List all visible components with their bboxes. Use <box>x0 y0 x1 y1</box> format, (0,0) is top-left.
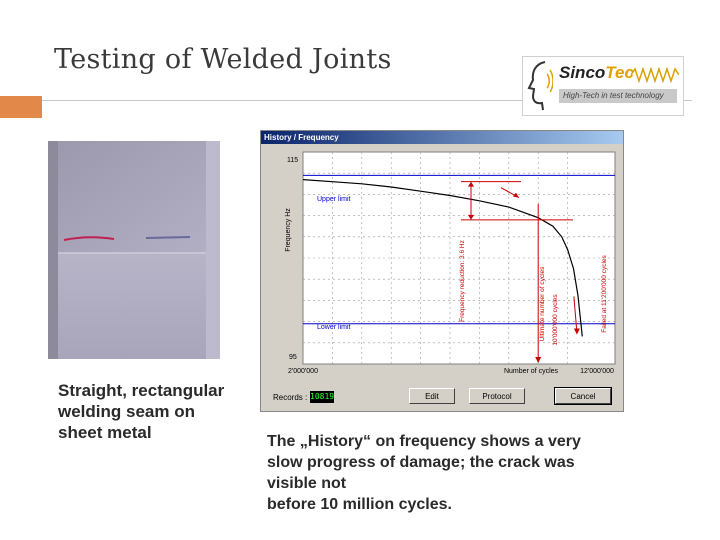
records-label: Records : <box>273 393 308 402</box>
slide-title: Testing of Welded Joints <box>54 44 392 75</box>
right-caption-line-4: before 10 million cycles. <box>267 496 452 513</box>
upper-limit-label: Upper limit <box>317 196 351 203</box>
curve-pointer-arrow-head <box>513 192 519 198</box>
y-tick-label-bottom: 95 <box>289 354 297 361</box>
annotation-ten-million-cycles: 10'000'000 cycles <box>552 294 559 346</box>
head-profile-icon <box>527 61 553 111</box>
accent-bar <box>0 96 42 118</box>
x-tick-label-end: 12'000'000 <box>580 368 614 375</box>
welded-sheet-photo <box>48 141 220 359</box>
annotation-ultimate-cycles: Ultimate number of cycles <box>539 266 546 342</box>
annotation-failed-cycles: Failed at 11'200'000 cycles <box>601 254 608 332</box>
frequency-chart: Frequency Hz Number of cycles 115 95 2'0… <box>261 144 623 386</box>
history-frequency-window: History / Frequency Frequency Hz Number … <box>260 130 624 412</box>
left-caption: Straight, rectangular welding seam on sh… <box>58 381 225 442</box>
edit-button[interactable]: Edit <box>409 388 455 404</box>
records-value: 10819 <box>310 391 335 403</box>
y-tick-label-top: 115 <box>287 157 298 164</box>
failure-pointer-line <box>573 296 578 333</box>
sincotec-logo: SincoTec High-Tech in test technology <box>522 56 684 116</box>
right-caption-line-3: visible not <box>267 475 347 492</box>
cancel-button[interactable]: Cancel <box>554 387 612 405</box>
x-axis-label: Number of cycles <box>504 368 559 375</box>
ultimate-cycles-arrow-head <box>535 357 542 363</box>
x-tick-label-start: 2'000'000 <box>288 368 318 375</box>
window-title: History / Frequency <box>261 131 623 144</box>
right-caption-line-2: slow progress of damage; the crack was <box>267 454 575 471</box>
logo-tagline: High-Tech in test technology <box>559 89 677 103</box>
right-caption: The „History“ on frequency shows a very … <box>267 431 647 515</box>
annotation-frequency-reduction: Frequency reduction: 3.6 Hz <box>459 240 466 322</box>
lower-limit-label: Lower limit <box>317 324 351 331</box>
frequency-curve <box>302 179 583 337</box>
logo-brand-accent: Tec <box>605 63 634 82</box>
reduction-arrow-head-bottom <box>468 214 474 220</box>
title-divider <box>42 100 692 101</box>
logo-brand-main: Sinco <box>559 63 606 82</box>
signal-wave-icon <box>631 67 679 83</box>
logo-brand: SincoTec <box>559 63 634 83</box>
protocol-button[interactable]: Protocol <box>469 388 525 404</box>
right-caption-line-1: The „History“ on frequency shows a very <box>267 433 581 450</box>
y-axis-label: Frequency Hz <box>285 208 292 252</box>
reduction-arrow-head-top <box>468 181 474 187</box>
failure-pointer-head <box>573 328 580 335</box>
